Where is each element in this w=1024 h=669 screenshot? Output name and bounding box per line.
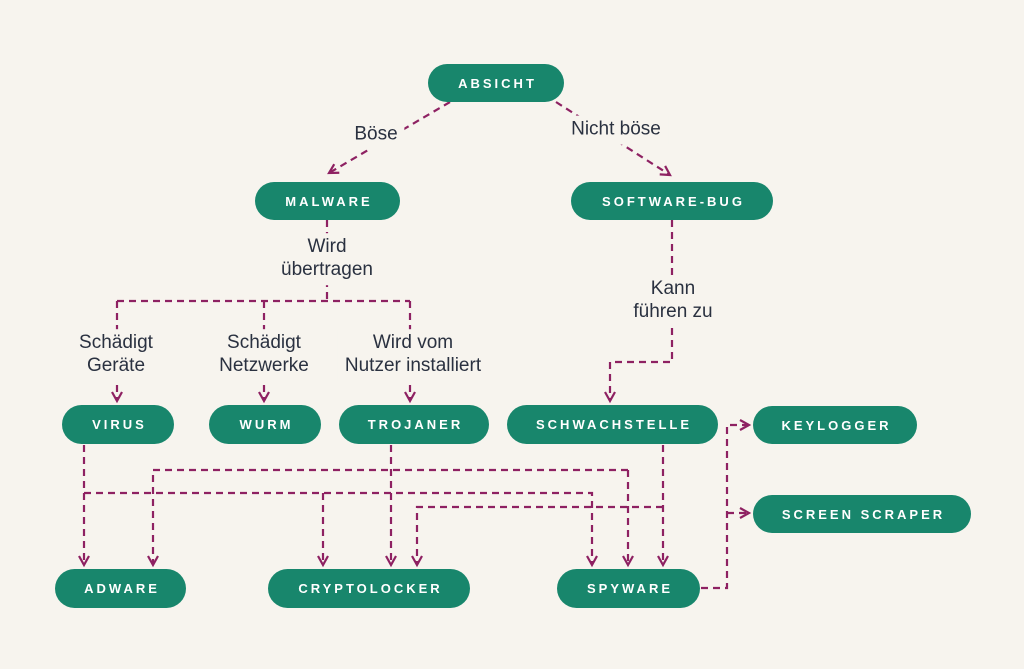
node-malware: MALWARE xyxy=(255,182,400,220)
edge-label-kann-fuehren-zu: Kann führen zu xyxy=(626,275,720,327)
node-software-bug: SOFTWARE-BUG xyxy=(571,182,773,220)
edge-trojaner-adware xyxy=(147,468,628,568)
edge-schwachstelle-cryptolocker xyxy=(411,505,663,568)
edge-label-wird-uebertragen: Wird übertragen xyxy=(274,233,380,285)
node-virus: VIRUS xyxy=(62,405,174,444)
edge-virus-spyware xyxy=(84,491,598,568)
edge-label-wird-vom-nutzer-installiert: Wird vom Nutzer installiert xyxy=(337,329,489,381)
node-wurm: WURM xyxy=(209,405,321,444)
node-keylogger: KEYLOGGER xyxy=(753,406,917,444)
edge-absicht-software-bug xyxy=(555,101,672,177)
node-screen-scraper: SCREEN SCRAPER xyxy=(753,495,971,533)
node-adware: ADWARE xyxy=(55,569,186,608)
edge-label-nicht-boese: Nicht böse xyxy=(564,115,668,145)
node-schwachstelle: SCHWACHSTELLE xyxy=(507,405,718,444)
edge-label-schaedigt-geraete: Schädigt Geräte xyxy=(72,329,160,381)
node-cryptolocker: CRYPTOLOCKER xyxy=(268,569,470,608)
node-trojaner: TROJANER xyxy=(339,405,489,444)
edge-spyware-keylogger xyxy=(701,419,752,590)
node-absicht: ABSICHT xyxy=(428,64,564,102)
edge-software-bug-schwachstelle xyxy=(604,220,674,404)
edge-label-boese: Böse xyxy=(347,120,405,150)
node-spyware: SPYWARE xyxy=(557,569,700,608)
edge-label-schaedigt-netzwerke: Schädigt Netzwerke xyxy=(212,329,316,381)
